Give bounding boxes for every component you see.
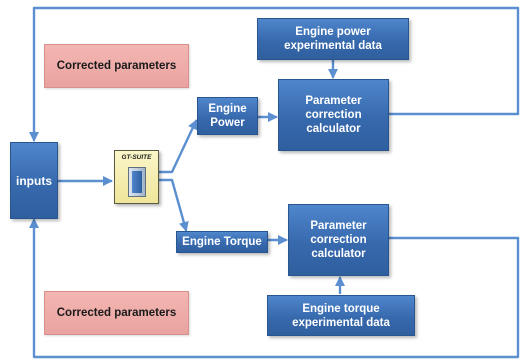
corrected-parameters-note-bottom: Corrected parameters — [44, 291, 189, 335]
gt-suite-label: GT-SUITE — [121, 154, 152, 161]
engine-power-box: Engine Power — [197, 97, 258, 135]
feedback-loop-top — [29, 6, 520, 142]
engine-torque-experimental-data-box: Engine torque experimental data — [267, 295, 415, 336]
engine-power-experimental-data-box: Engine power experimental data — [257, 18, 409, 60]
parameter-correction-calculator-top: Parameter correction calculator — [278, 79, 389, 151]
parameter-correction-calculator-bottom: Parameter correction calculator — [288, 204, 389, 276]
arrow-gt-power — [157, 119, 198, 174]
gt-suite-switch-icon — [128, 167, 146, 197]
arrow-gt-torque — [157, 178, 189, 232]
engine-torque-box: Engine Torque — [176, 231, 268, 253]
inputs-box: inputs — [10, 142, 58, 219]
gt-suite-block: GT-SUITE — [114, 150, 159, 204]
feedback-loop-bottom — [29, 218, 520, 359]
corrected-parameters-note-top: Corrected parameters — [44, 44, 189, 88]
